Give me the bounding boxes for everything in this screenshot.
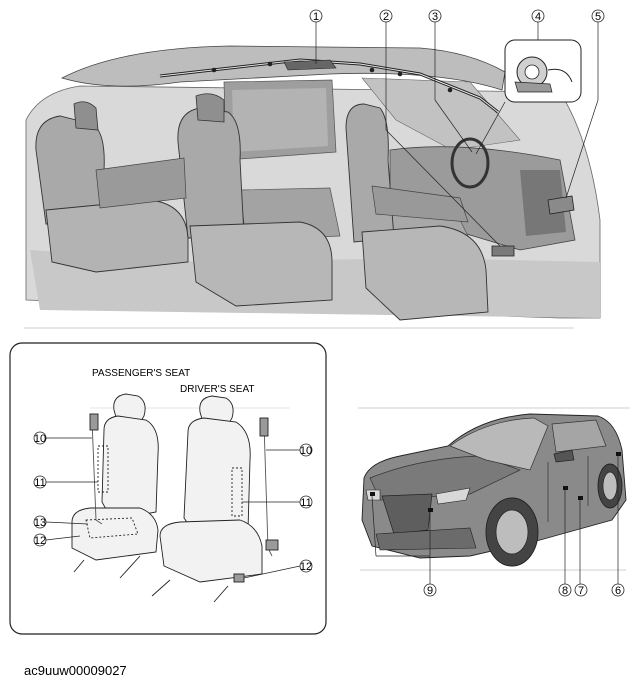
svg-text:9: 9 <box>427 585 433 597</box>
front-passenger-seat <box>345 103 489 321</box>
svg-text:11: 11 <box>300 497 311 509</box>
callout-1: 1 <box>309 9 323 23</box>
callout-12-left: 12 <box>33 533 47 547</box>
callout-2: 2 <box>379 9 393 23</box>
callout-11-left: 11 <box>33 475 47 489</box>
svg-text:13: 13 <box>34 517 46 529</box>
callout-10-left: 10 <box>33 431 47 445</box>
seat-leader-lines <box>45 437 301 579</box>
callout-5: 5 <box>591 9 605 23</box>
callout-12-right: 12 <box>299 559 313 573</box>
driver-seat-label: DRIVER'S SEAT <box>180 384 255 395</box>
callout-13: 13 <box>33 515 47 529</box>
callout-7: 7 <box>574 583 588 597</box>
clock-spring-inset <box>504 39 582 103</box>
svg-text:10: 10 <box>300 445 312 457</box>
svg-text:8: 8 <box>562 585 568 597</box>
svg-text:1: 1 <box>313 11 319 23</box>
callout-6: 6 <box>611 583 625 597</box>
svg-text:6: 6 <box>615 585 621 597</box>
passenger-seat <box>71 393 159 579</box>
exterior-vehicle <box>361 413 627 567</box>
callout-10-right: 10 <box>299 443 313 457</box>
driver-seat <box>151 395 279 603</box>
top-leader-lines <box>315 22 599 247</box>
svg-text:7: 7 <box>578 585 584 597</box>
svg-text:2: 2 <box>383 11 389 23</box>
callout-3: 3 <box>428 9 442 23</box>
curtain-airbag-module <box>159 58 499 114</box>
callout-11-right: 11 <box>299 495 313 509</box>
third-row-seat <box>35 101 189 273</box>
seat-inset-frame <box>9 342 327 635</box>
callout-9: 9 <box>423 583 437 597</box>
passenger-seat-label: PASSENGER'S SEAT <box>92 368 190 379</box>
callout-4: 4 <box>531 9 545 23</box>
svg-text:11: 11 <box>34 477 45 489</box>
sas-control-module <box>491 245 515 257</box>
svg-text:3: 3 <box>432 11 438 23</box>
front-crash-sensor <box>547 195 575 215</box>
callout-8: 8 <box>558 583 572 597</box>
svg-text:4: 4 <box>535 11 541 23</box>
svg-text:12: 12 <box>300 561 312 573</box>
second-row-seat <box>95 93 333 307</box>
figure-code: ac9uuw00009027 <box>24 663 127 678</box>
svg-text:12: 12 <box>34 535 46 547</box>
exterior-leader-lines <box>371 456 619 584</box>
svg-text:5: 5 <box>595 11 601 23</box>
svg-text:10: 10 <box>34 433 46 445</box>
